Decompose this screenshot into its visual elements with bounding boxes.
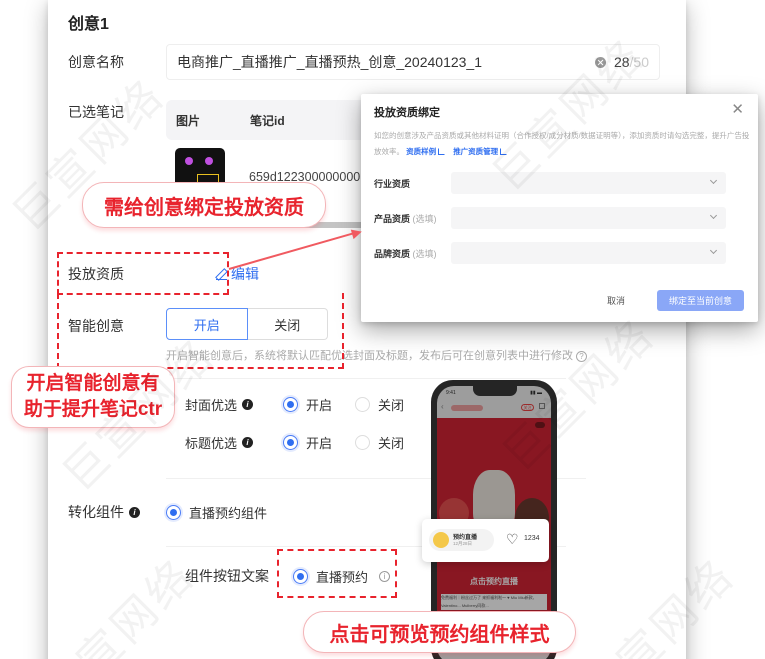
radio-empty-icon — [355, 435, 370, 450]
dialog-title: 投放资质绑定 — [374, 107, 440, 119]
bind-to-creative-button[interactable]: 绑定至当前创意 — [657, 290, 744, 311]
edit-qualification-link[interactable]: 编辑 — [216, 264, 259, 284]
cover-optimize-on-radio[interactable]: 开启 — [283, 395, 355, 414]
smart-creative-on-button[interactable]: 开启 — [166, 308, 248, 340]
smart-creative-toggle: 开启 关闭 — [166, 308, 328, 340]
preview-widget-callout: 点击可预览预约组件样式 — [303, 611, 576, 653]
industry-qualification-label: 行业资质 — [374, 179, 411, 189]
chevron-down-icon — [709, 176, 718, 185]
radio-selected-icon — [283, 397, 298, 412]
cancel-button[interactable]: 取消 — [607, 296, 626, 306]
button-copy-highlight — [277, 549, 397, 598]
reservation-date: 12月28日 — [453, 541, 473, 546]
reserve-live-cta[interactable]: 点击预约直播 — [470, 577, 518, 586]
reservation-pill[interactable]: 预约直播 12月28日 — [429, 529, 494, 551]
external-link-icon — [500, 148, 508, 155]
creative-name-value: 电商推广_直播推广_直播预热_创意_20240123_1 — [177, 54, 483, 70]
char-count: 28/50 — [613, 54, 649, 70]
column-header-image: 图片 — [176, 113, 201, 128]
column-header-note-id: 笔记id — [250, 113, 285, 128]
reservation-widget-card[interactable]: 预约直播 12月28日 ♡ 1234 — [422, 519, 549, 562]
brand-qualification-select[interactable] — [451, 242, 726, 264]
divider — [166, 378, 566, 379]
cover-optimize-off-radio[interactable]: 关闭 — [355, 395, 404, 414]
button-copy-label: 组件按钮文案 — [185, 568, 269, 584]
help-icon[interactable]: ? — [576, 351, 587, 362]
radio-selected-icon — [283, 435, 298, 450]
industry-qualification-select[interactable] — [451, 172, 726, 194]
phone-notch — [473, 386, 517, 396]
signal-icon: ▮▮ ▬ — [530, 390, 542, 396]
product-qualification-select[interactable] — [451, 207, 726, 229]
share-icon[interactable] — [539, 403, 545, 409]
title-optimize-on-radio[interactable]: 开启 — [283, 433, 355, 452]
qualification-sample-link[interactable]: 资质样例 — [406, 147, 446, 156]
chevron-down-icon — [709, 211, 718, 220]
pencil-icon — [216, 269, 227, 280]
avatar — [433, 532, 449, 548]
conversion-label: 转化组件 — [68, 504, 124, 520]
divider — [166, 546, 566, 547]
title-optimize-label: 标题优选 — [185, 436, 238, 451]
chevron-down-icon — [709, 246, 718, 255]
smart-creative-hint: 开启智能创意后，系统将默认匹配优选封面及标题，发布后可在创意列表中进行修改? — [166, 347, 587, 363]
blurred-author-name — [451, 405, 483, 411]
smart-creative-off-button[interactable]: 关闭 — [247, 308, 328, 340]
info-icon[interactable]: i — [129, 506, 140, 518]
cover-optimize-label: 封面优选 — [185, 398, 238, 413]
qualification-highlight — [57, 252, 229, 295]
clear-icon[interactable] — [594, 56, 606, 68]
radio-selected-icon — [166, 504, 181, 520]
smart-creative-highlight — [57, 293, 344, 369]
selected-notes-label: 已选笔记 — [68, 104, 124, 120]
title-optimize-row: 标题优选 i 开启 关闭 — [185, 433, 404, 452]
status-time: 9:41 — [446, 390, 456, 396]
smart-creative-label: 智能创意 — [68, 318, 124, 334]
note-cover-image — [437, 418, 551, 618]
qualification-dialog: 投放资质绑定 ✕ 如您的创意涉及产品资质或其他材料证明（合作授权/成分材质/数据… — [361, 94, 758, 322]
conversion-live-reservation-radio[interactable]: 直播预约组件 — [166, 503, 267, 522]
info-icon[interactable]: i — [242, 437, 254, 448]
note-caption: 免费福利｜粉丝过万了 来抓福利啦～ ♥ Miu Miu新款、Valentino.… — [441, 594, 547, 610]
app-bar: ‹ 关注 — [437, 400, 551, 416]
close-icon[interactable]: ✕ — [731, 101, 744, 118]
brand-qualification-label: 品牌资质 (选填) — [374, 249, 437, 259]
title-optimize-off-radio[interactable]: 关闭 — [355, 433, 404, 452]
follow-button[interactable]: 关注 — [521, 404, 534, 411]
radio-empty-icon — [355, 397, 370, 412]
info-outline-icon[interactable]: i — [379, 570, 391, 582]
smart-creative-callout: 开启智能创意有 助于提升笔记ctr — [11, 366, 175, 428]
edit-label: 编辑 — [231, 266, 259, 282]
back-icon[interactable]: ‹ — [441, 402, 444, 411]
note-id: 659d122300000000 — [249, 170, 361, 184]
like-count: 1234 — [524, 535, 540, 542]
qualification-management-link[interactable]: 推广资质管理 — [453, 147, 508, 156]
reservation-title: 预约直播 — [453, 535, 478, 541]
divider — [166, 478, 586, 479]
qualification-label: 投放资质 — [68, 266, 124, 282]
radio-selected-icon — [293, 568, 308, 584]
creative-name-input[interactable]: 电商推广_直播推广_直播预热_创意_20240123_1 28/50 — [166, 44, 660, 80]
conversion-row: 转化组件 i 直播预约组件 — [68, 502, 267, 522]
info-icon[interactable]: i — [242, 399, 254, 410]
product-qualification-label: 产品资质 (选填) — [374, 214, 437, 224]
cover-optimize-row: 封面优选 i 开启 关闭 — [185, 395, 404, 414]
external-link-icon — [438, 148, 446, 155]
heart-icon[interactable]: ♡ — [506, 531, 519, 547]
dialog-description: 如您的创意涉及产品资质或其他材料证明（合作授权/成分材质/数据证明等），添加资质… — [374, 131, 750, 156]
creative-name-label: 创意名称 — [68, 54, 124, 70]
bind-qualification-callout: 需给创意绑定投放资质 — [82, 182, 326, 228]
card-title: 创意1 — [68, 16, 109, 33]
